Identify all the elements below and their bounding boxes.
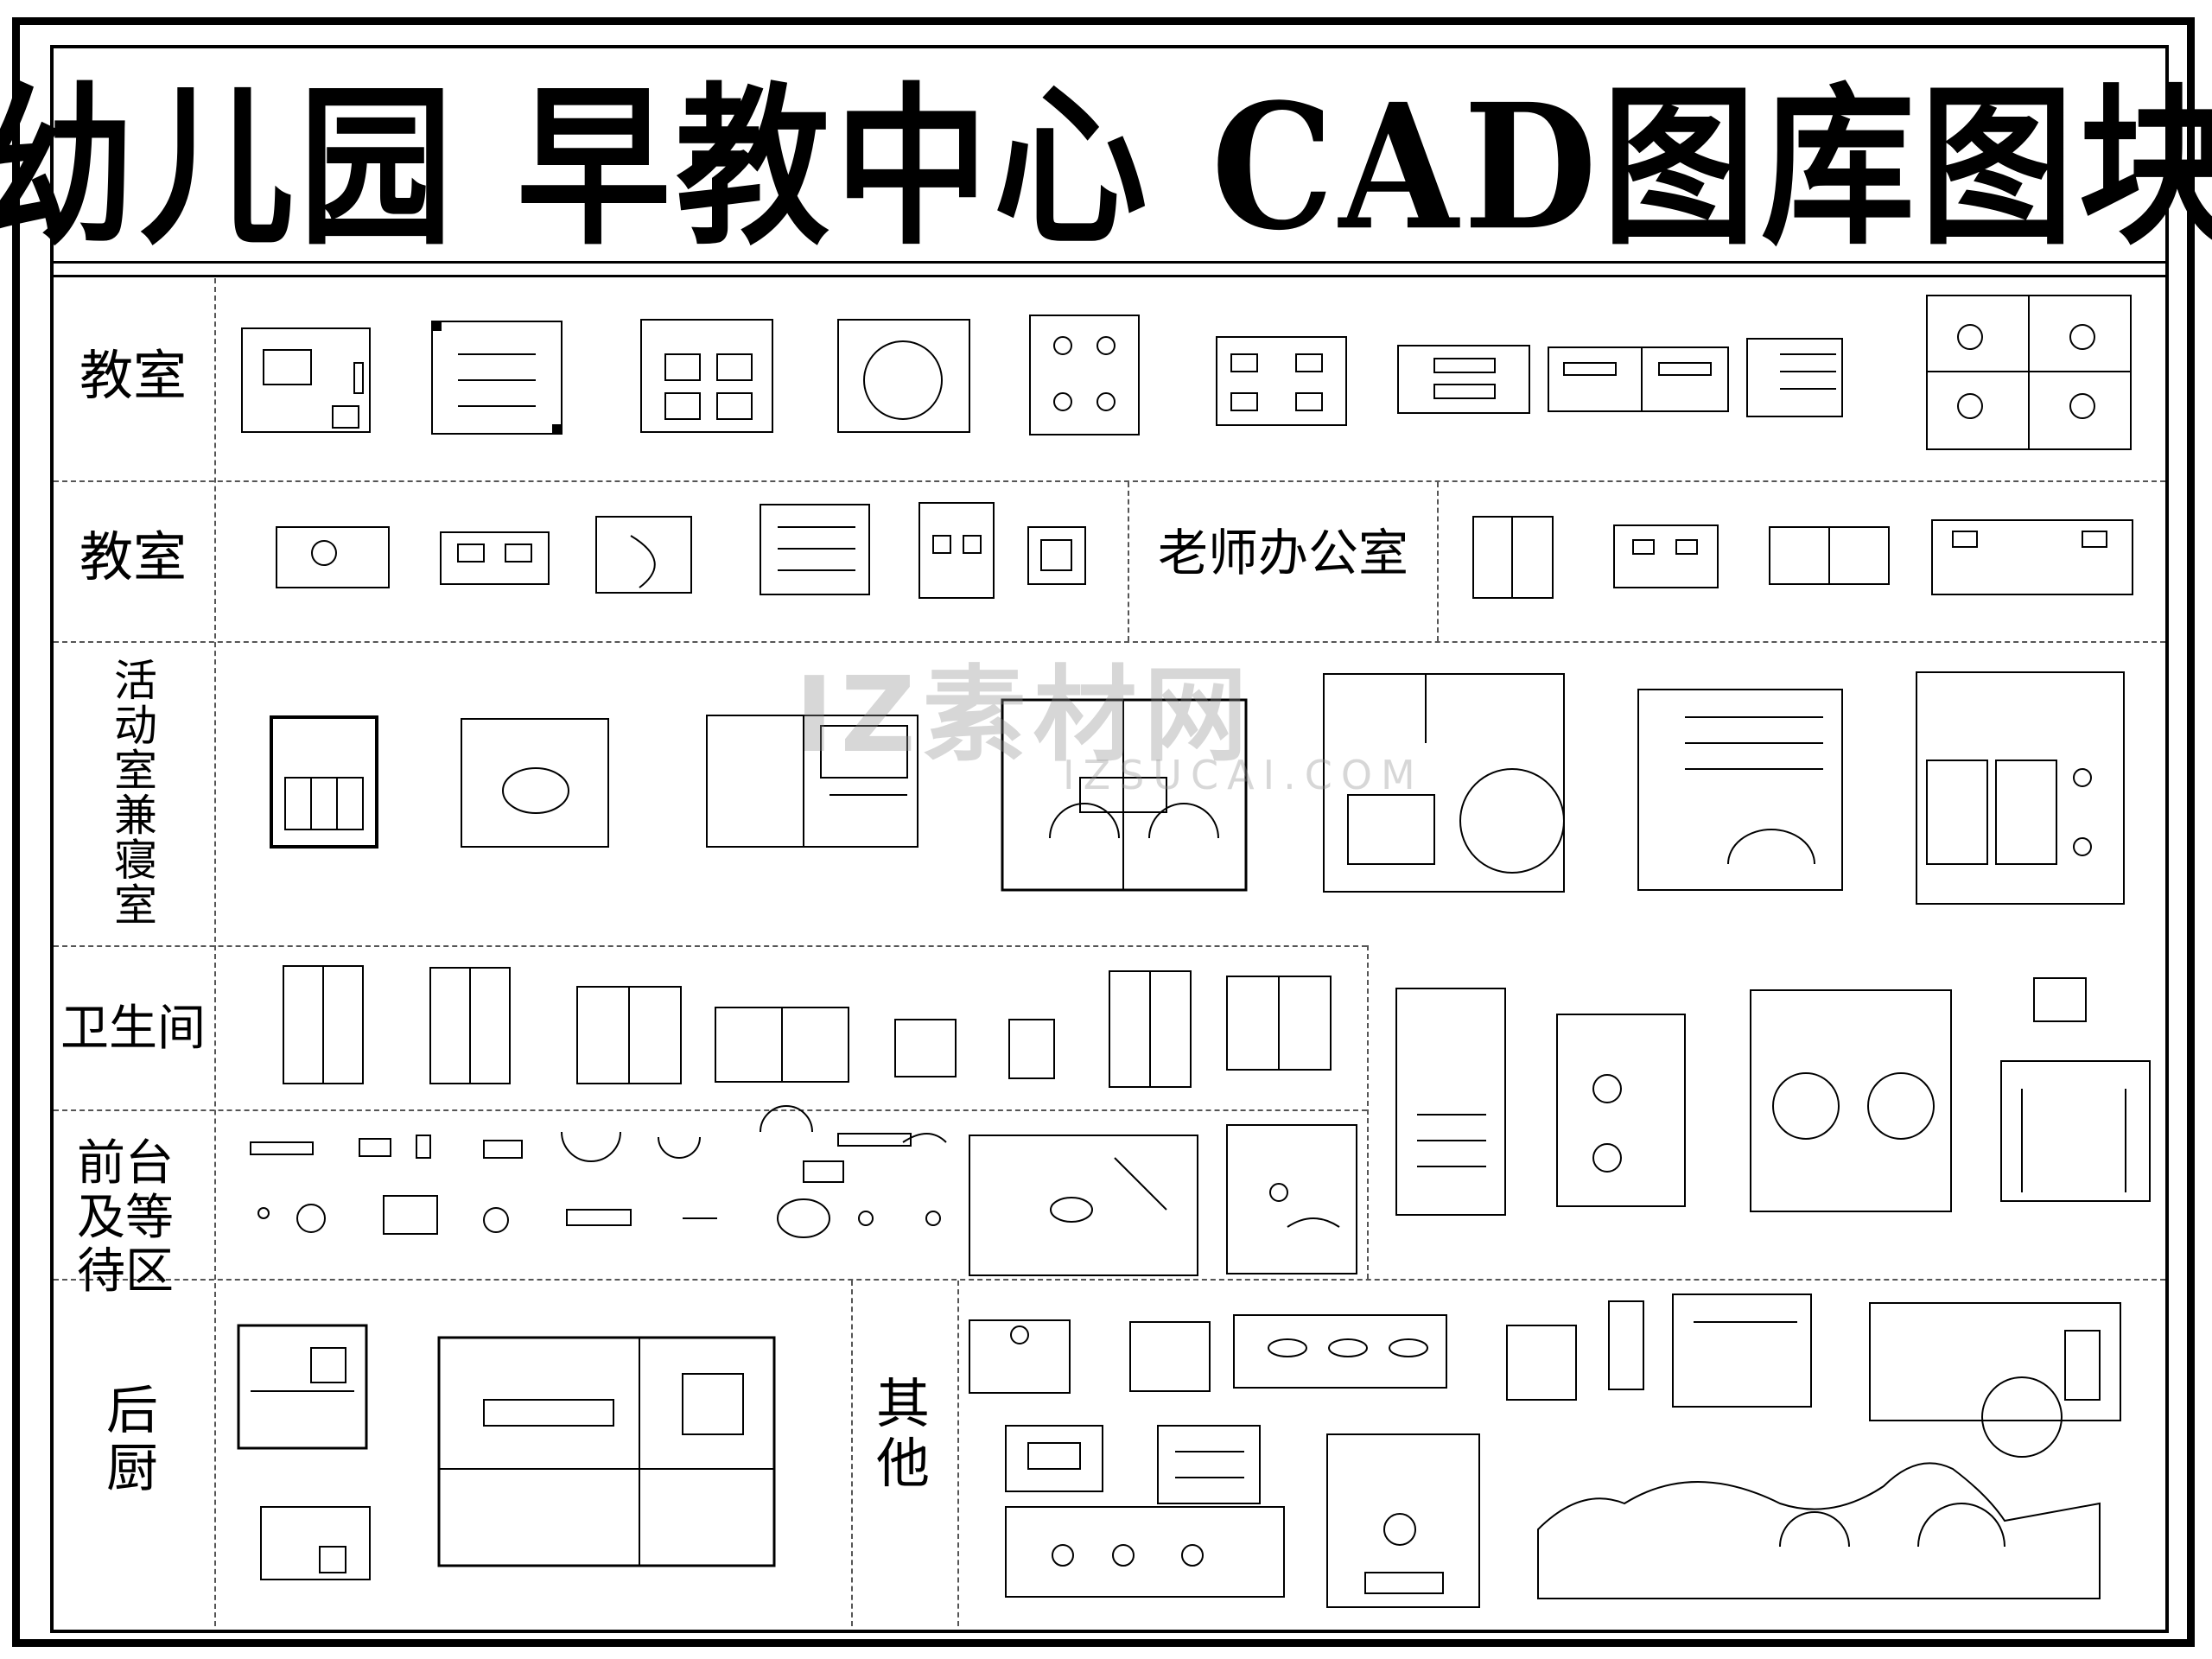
restroom-plan-2 <box>429 967 511 1084</box>
restroom-plan-6 <box>1008 1019 1055 1079</box>
activity-plan-3 <box>706 715 918 848</box>
row-divider-2 <box>54 641 2165 643</box>
restroom-plan-9 <box>1395 988 1506 1216</box>
restroom-plan-3 <box>576 986 682 1084</box>
restroom-plan-5 <box>894 1019 957 1077</box>
section-label-activity-sleep: 活动室兼寝室 <box>114 656 157 931</box>
other-plan-12 <box>1537 1462 2101 1599</box>
row-divider-1 <box>54 480 2165 482</box>
classroom-plan-5 <box>1029 315 1140 435</box>
office-divider-right <box>1437 482 1439 641</box>
restroom-plan-1 <box>283 965 364 1084</box>
section-label-reception: 前台及等待区 <box>77 1135 174 1300</box>
other-plan-11 <box>1326 1433 1480 1608</box>
classroom-plan-16 <box>1027 526 1086 585</box>
section-label-restroom: 卫生间 <box>60 1001 206 1057</box>
classroom-plan-4 <box>837 319 970 433</box>
page-title: 幼儿园 早教中心 CAD图库图块 <box>0 65 2212 268</box>
title-divider-bottom <box>54 275 2165 277</box>
outer-frame <box>12 17 2195 1647</box>
section-label-kitchen: 后厨 <box>106 1381 158 1500</box>
office-divider-left <box>1128 482 1129 641</box>
office-plan-4 <box>1931 519 2133 595</box>
classroom-plan-6 <box>1216 336 1347 426</box>
classroom-plan-13 <box>595 516 692 594</box>
inner-frame <box>50 45 2169 1633</box>
restroom-plan-11 <box>1750 989 1952 1212</box>
waiting-area-plan-2 <box>1226 1124 1357 1274</box>
classroom-plan-11 <box>276 526 390 588</box>
classroom-plan-12 <box>440 531 550 585</box>
kitchen-plan-3 <box>437 1336 776 1567</box>
classroom-plan-15 <box>918 502 995 599</box>
activity-plan-2 <box>461 718 609 848</box>
other-plan-4 <box>1506 1325 1577 1401</box>
classroom-plan-9 <box>1746 338 1843 417</box>
other-plan-9 <box>1157 1425 1261 1504</box>
other-plan-1 <box>969 1319 1071 1394</box>
section-label-other: 其他 <box>875 1372 930 1496</box>
classroom-plan-14 <box>760 504 870 595</box>
section-label-classroom-1: 教室 <box>79 344 187 407</box>
activity-plan-1 <box>270 715 378 849</box>
activity-plan-7 <box>1916 671 2125 905</box>
other-plan-3 <box>1233 1314 1447 1389</box>
misc-divider-1 <box>1367 945 1369 1279</box>
watermark-url: IZSUCAI.COM <box>1063 752 1424 798</box>
classroom-plan-8 <box>1548 346 1729 412</box>
restroom-plan-10 <box>1556 1014 1686 1207</box>
kitchen-plan-2 <box>260 1506 371 1580</box>
activity-plan-4 <box>1001 698 1248 892</box>
classroom-plan-3 <box>640 319 773 433</box>
classroom-plan-7 <box>1397 345 1530 414</box>
activity-plan-5 <box>1323 673 1565 893</box>
office-plan-2 <box>1613 524 1719 588</box>
office-plan-3 <box>1769 526 1890 585</box>
classroom-plan-10 <box>1926 295 2132 450</box>
classroom-plan-2 <box>431 321 563 435</box>
classroom-plan-1 <box>241 327 371 433</box>
row-divider-4 <box>54 1109 1367 1111</box>
watermark-text: IZ素材网 <box>795 656 1255 776</box>
section-label-teacher-office: 老师办公室 <box>1157 524 1408 582</box>
section-label-classroom-2: 教室 <box>79 525 187 588</box>
row-divider-3 <box>54 945 1367 947</box>
kitchen-plan-1 <box>237 1324 368 1450</box>
misc-divider-2 <box>851 1281 853 1626</box>
restroom-plan-8 <box>1226 976 1332 1071</box>
other-plan-5 <box>1608 1300 1644 1390</box>
row-divider-5 <box>54 1279 2165 1281</box>
title-divider-top <box>54 261 2165 264</box>
restroom-plan-7 <box>1109 970 1192 1088</box>
other-plan-8 <box>1005 1425 1103 1492</box>
restroom-plan-12 <box>2000 977 2151 1202</box>
office-plan-1 <box>1472 516 1554 599</box>
activity-plan-6 <box>1637 689 1843 891</box>
other-plan-2 <box>1129 1321 1211 1392</box>
reception-furniture <box>250 1105 947 1238</box>
other-plan-6 <box>1672 1294 1812 1408</box>
other-plan-10 <box>1005 1506 1285 1598</box>
other-plan-7 <box>1869 1302 2121 1458</box>
restroom-plan-4 <box>715 1007 849 1083</box>
waiting-area-plan-1 <box>969 1135 1198 1276</box>
label-column-divider <box>214 278 216 1626</box>
misc-divider-3 <box>957 1281 959 1626</box>
